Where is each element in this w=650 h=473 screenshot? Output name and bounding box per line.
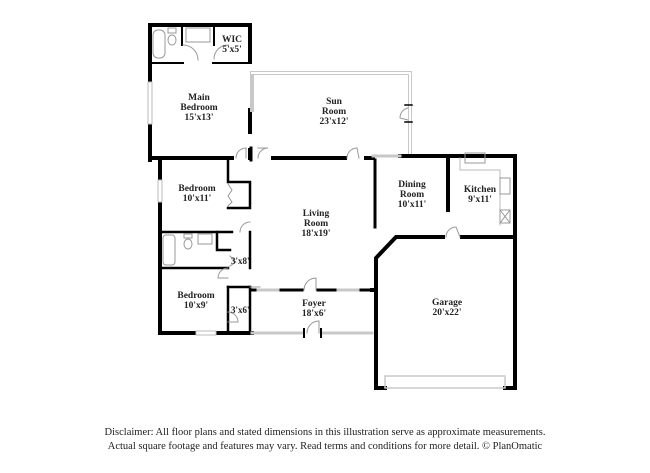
main-bath-walls: [149, 24, 251, 64]
wic-door: [213, 44, 229, 60]
closet-label-hall: 3'x8': [231, 256, 250, 266]
bath-door: [182, 44, 199, 61]
main-bedroom-window: [147, 81, 153, 125]
room-label-main-bedroom: Main Bedroom 15'x13': [180, 93, 217, 123]
room-label-living-room: Living Room 18'x19': [301, 209, 330, 239]
door-living-sunroom-1: [235, 147, 247, 159]
room-label-foyer: Foyer 18'x6': [302, 299, 326, 319]
room-label-bedroom-2: Bedroom 10'x11': [178, 184, 215, 204]
room-label-wic: WIC 5'x5': [222, 35, 242, 55]
door-sunroom-living-3: [346, 147, 360, 159]
sink-icon: [185, 27, 211, 43]
room-name: Bedroom: [180, 103, 218, 113]
kitchen-counter: [459, 157, 501, 226]
garage-door: [384, 375, 506, 389]
sun-room-door: [399, 107, 409, 121]
room-dimensions: 15'x13': [184, 113, 214, 123]
room-dimensions: 5'x5': [222, 45, 242, 55]
room-dimensions: 10'x11': [397, 200, 427, 210]
room-name: Main: [188, 93, 210, 103]
kitchen-sink-icon: [464, 152, 486, 164]
door-living-sunroom-2: [257, 147, 269, 159]
room-name: Room: [303, 219, 329, 229]
room-name: Dining: [398, 180, 426, 190]
disclaimer: Disclaimer: All floor plans and stated d…: [0, 426, 650, 454]
toilet-icon: [167, 34, 177, 46]
room-dimensions: 20'x22': [432, 308, 462, 318]
front-door: [306, 320, 320, 334]
room-name: Living: [302, 209, 330, 219]
bathtub-icon: [152, 29, 166, 59]
disclaimer-line-2: Actual square footage and features may v…: [107, 441, 543, 452]
bedroom3-window: [195, 330, 217, 336]
door-living-foyer: [303, 277, 317, 291]
room-dimensions: 10'x11': [182, 194, 212, 204]
door-garage-kitchen: [445, 226, 461, 238]
room-label-dining-room: Dining Room 10'x11': [398, 180, 427, 210]
room-name: Sun: [326, 97, 342, 107]
room-label-kitchen: Kitchen 9'x11': [464, 185, 496, 205]
stove-icon: [499, 177, 511, 195]
room-dimensions: 18'x19': [301, 229, 331, 239]
garage-walls: [370, 235, 517, 390]
room-dimensions: 10'x9': [183, 301, 209, 311]
room-name: Foyer: [302, 299, 326, 309]
toilet-icon-2: [183, 238, 193, 250]
room-name: Room: [321, 107, 347, 117]
room-dimensions: 9'x11': [468, 195, 492, 205]
room-label-bedroom-3: Bedroom 10'x9': [177, 291, 214, 311]
bathtub-icon-2: [162, 234, 176, 266]
bedroom2-window: [157, 179, 163, 203]
living-north-wall: [148, 154, 517, 160]
fridge-icon: [499, 209, 511, 224]
room-name: Kitchen: [463, 185, 497, 195]
west-bedrooms-walls: [158, 158, 254, 335]
disclaimer-line-1: Disclaimer: All floor plans and stated d…: [104, 427, 546, 438]
room-name: WIC: [221, 35, 243, 45]
room-name: Garage: [431, 298, 463, 308]
room-label-sun-room: Sun Room 23'x12': [319, 97, 348, 127]
sink-icon-2: [197, 233, 213, 245]
room-name: Bedroom: [177, 291, 215, 301]
kitchen-walls: [446, 154, 517, 390]
room-name: Room: [399, 190, 425, 200]
closet-label-bedroom3: 3'x6': [231, 305, 250, 315]
room-dimensions: 18'x6': [301, 309, 327, 319]
room-dimensions: 23'x12': [319, 117, 349, 127]
room-label-garage: Garage 20'x22': [432, 298, 462, 318]
room-name: Bedroom: [178, 184, 216, 194]
